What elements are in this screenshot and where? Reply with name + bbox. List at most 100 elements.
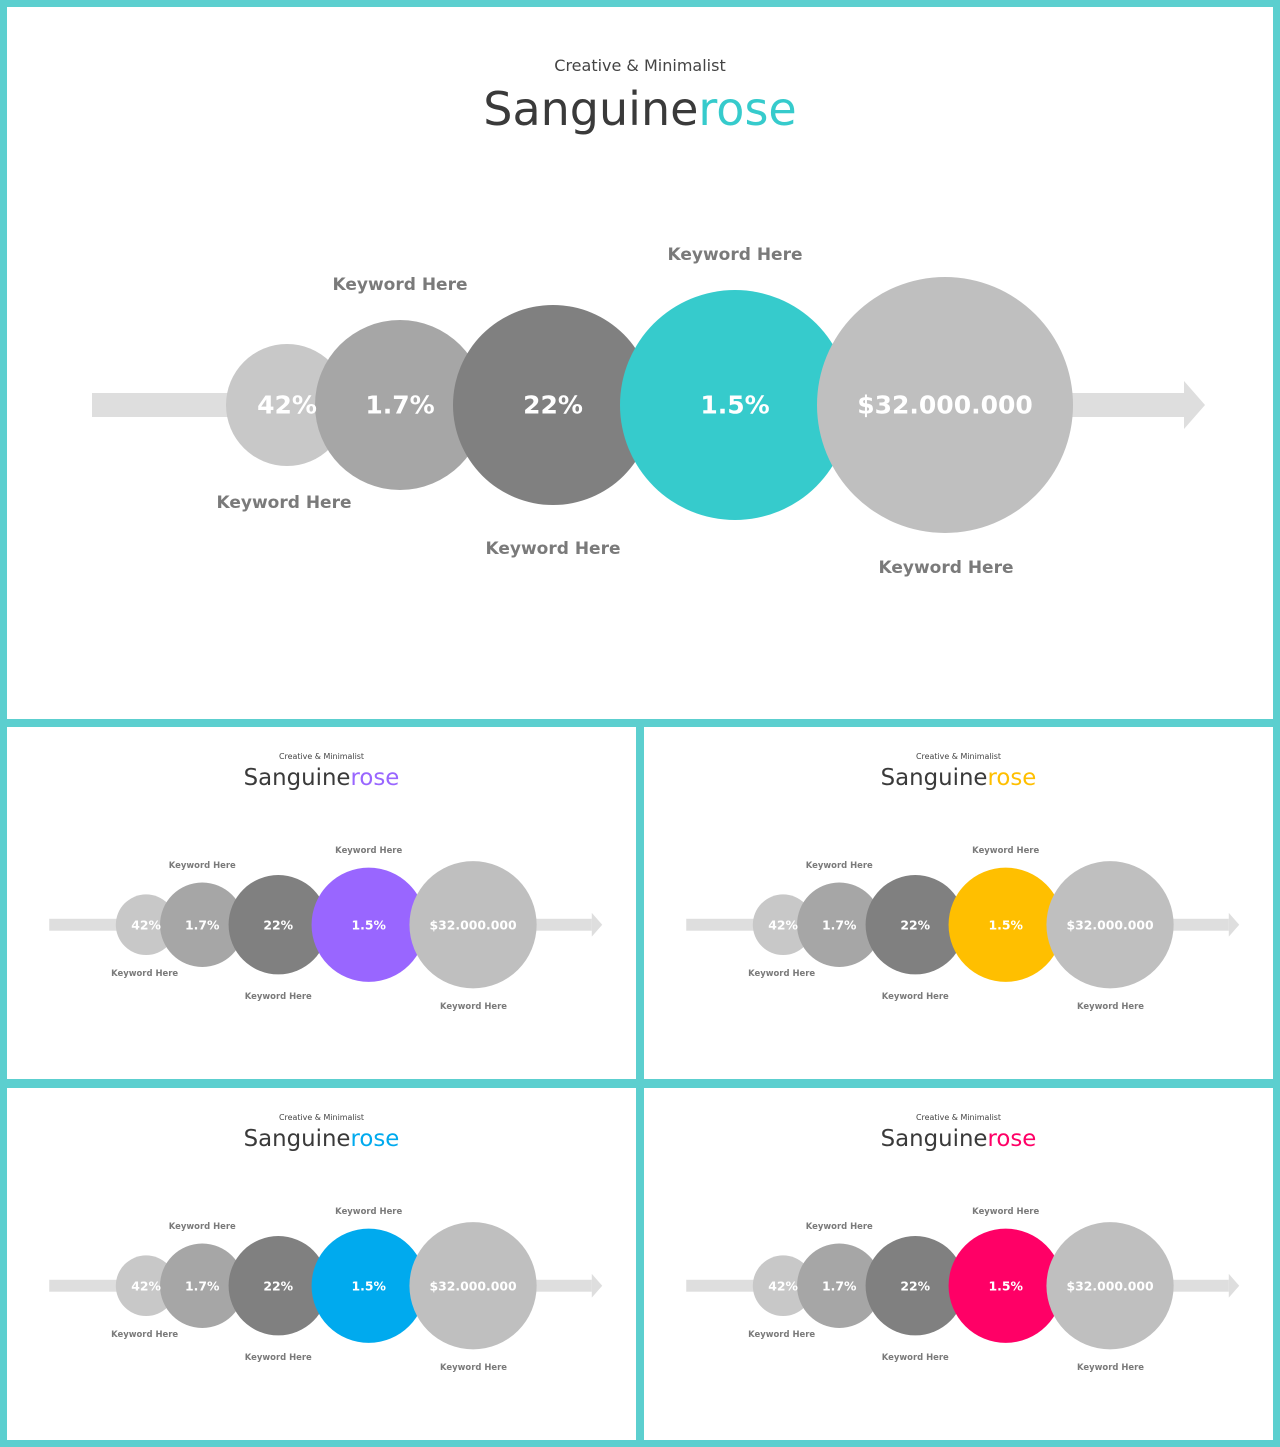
bubble-1 [115,1255,177,1317]
bubble-value-5: $32.000.000 [857,390,1033,420]
bubble-3 [865,875,965,975]
bubble-value-1: 42% [257,390,317,420]
slide-subtitle: Creative & Minimalist [278,751,365,761]
bubble-value-2: 1.7% [822,1278,857,1294]
bubble-keyword-3: Keyword Here [881,1352,949,1363]
bubble-value-2: 1.7% [185,1278,220,1294]
slide-subtitle: Creative & Minimalist [554,56,726,76]
arrow-head [1184,381,1205,429]
bubble-2 [160,882,245,967]
bubble-value-5: $32.000.000 [429,917,517,933]
slide-title: Sanguinerose [7,1126,636,1152]
bubble-value-1: 42% [131,917,161,933]
bubble-value-4: 1.5% [988,1278,1023,1294]
bubble-value-5: $32.000.000 [429,1278,517,1294]
bubble-keyword-5: Keyword Here [440,1000,508,1011]
bubble-keyword-4: Keyword Here [667,245,803,265]
bubble-1 [226,344,348,466]
bubble-value-4: 1.5% [351,917,386,933]
bubble-5 [409,861,537,989]
slide-subtitle: Creative & Minimalist [278,1112,365,1122]
bubble-4 [311,867,426,982]
bubble-value-2: 1.7% [822,917,857,933]
title-brand-a: Sanguine [243,764,351,791]
bubble-keyword-1: Keyword Here [216,493,352,513]
bubble-keyword-2: Keyword Here [168,1221,236,1232]
title-brand-a: Sanguine [880,764,988,791]
bubble-keyword-4: Keyword Here [972,1206,1040,1217]
bubble-4 [620,290,850,520]
bubble-value-1: 42% [768,1278,798,1294]
bubble-keyword-5: Keyword Here [1077,1361,1145,1372]
bubble-1 [752,894,814,956]
title-brand-a: Sanguine [243,1125,351,1152]
title-brand-a: Sanguine [483,82,699,137]
bubble-diagram [49,861,603,989]
slide-subtitle: Creative & Minimalist [915,1112,1002,1122]
bubble-2 [797,1243,882,1328]
bubble-value-3: 22% [263,917,294,933]
bubble-value-2: 1.7% [185,917,220,933]
bubble-keyword-1: Keyword Here [748,968,816,979]
arrow-head [1228,912,1240,937]
bubble-value-1: 42% [131,1278,161,1294]
bubble-value-5: $32.000.000 [1066,917,1154,933]
bubble-keyword-2: Keyword Here [332,275,468,295]
bubble-4 [948,1228,1063,1343]
title-brand-b: rose [350,764,400,791]
bubble-5 [409,1222,537,1350]
bubble-value-3: 22% [900,1278,931,1294]
slide-title: Sanguinerose [644,765,1273,791]
arrow-head [591,1273,603,1298]
bubble-keyword-2: Keyword Here [168,860,236,871]
bubble-value-3: 22% [523,390,583,420]
bubble-5 [1046,1222,1174,1350]
bubble-keyword-5: Keyword Here [1077,1000,1145,1011]
bubble-value-3: 22% [263,1278,294,1294]
bubble-keyword-2: Keyword Here [805,1221,873,1232]
bubble-keyword-3: Keyword Here [881,991,949,1002]
bubble-keyword-1: Keyword Here [111,968,179,979]
bubble-2 [315,320,485,490]
bubble-keyword-1: Keyword Here [111,1329,179,1340]
bubble-value-4: 1.5% [988,917,1023,933]
bubble-1 [752,1255,814,1317]
bubble-3 [453,305,653,505]
bubble-keyword-4: Keyword Here [335,845,403,856]
bubble-diagram [686,861,1240,989]
title-brand-b: rose [987,1125,1037,1152]
title-brand-b: rose [350,1125,400,1152]
title-brand-a: Sanguine [880,1125,988,1152]
bubble-2 [160,1243,245,1328]
bubble-5 [1046,861,1174,989]
arrow-head [1228,1273,1240,1298]
bubble-3 [865,1236,965,1336]
bubble-2 [797,882,882,967]
bubble-value-4: 1.5% [351,1278,386,1294]
bubble-value-1: 42% [768,917,798,933]
slide-title: Sanguinerose [644,1126,1273,1152]
bubble-keyword-4: Keyword Here [335,1206,403,1217]
slide-title: Sanguinerose [7,82,1273,136]
bubble-keyword-3: Keyword Here [244,991,312,1002]
slide-title: Sanguinerose [7,765,636,791]
bubble-keyword-5: Keyword Here [440,1361,508,1372]
bubble-value-4: 1.5% [700,390,770,420]
bubble-keyword-2: Keyword Here [805,860,873,871]
bubble-4 [948,867,1063,982]
bubble-value-5: $32.000.000 [1066,1278,1154,1294]
title-brand-b: rose [698,82,797,137]
bubble-3 [228,1236,328,1336]
bubble-1 [115,894,177,956]
bubble-5 [817,277,1073,533]
arrow-head [591,912,603,937]
bubble-keyword-1: Keyword Here [748,1329,816,1340]
slide-subtitle: Creative & Minimalist [915,751,1002,761]
bubble-keyword-3: Keyword Here [485,539,621,559]
bubble-diagram [92,277,1205,533]
